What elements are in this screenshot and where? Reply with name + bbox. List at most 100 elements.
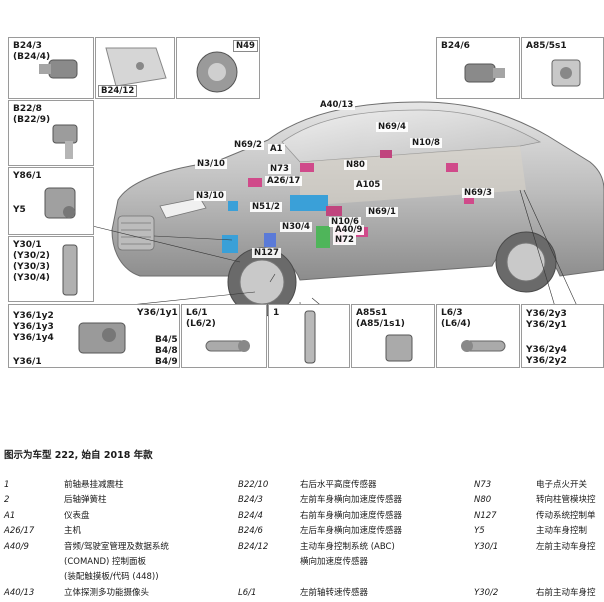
legend-desc: 主动车身控制	[536, 526, 588, 537]
callout-n80: N80	[344, 160, 367, 170]
panel-label: Y36/2y3	[526, 309, 567, 319]
panel-label: Y36/2y1	[526, 320, 567, 330]
callout-n51-2: N51/2	[250, 202, 282, 212]
callout-n73: N73	[268, 164, 291, 174]
panel-y36-1: Y36/1y2 Y36/1y3 Y36/1y4 Y36/1 Y36/1y1 B4…	[8, 304, 180, 368]
panel-label: B4/5	[155, 335, 178, 345]
legend-desc: 后轴弹簧柱	[64, 495, 107, 506]
panel-label: B24/6	[441, 41, 470, 51]
legend-desc: 左后车身横向加速度传感器	[300, 526, 403, 537]
callout-n69-3: N69/3	[462, 188, 494, 198]
sensor-illustration	[39, 59, 78, 79]
legend-row: A40/9 音频/驾驶室管理及数据系统 (COMAND) 控制面板 (装配触摸板…	[4, 540, 604, 586]
legend-code: Y30/2	[474, 587, 499, 598]
panel-label: Y36/1	[13, 357, 42, 367]
panel-y30: Y30/1 (Y30/2) (Y30/3) (Y30/4)	[8, 236, 94, 302]
panel-n49: N49	[176, 37, 260, 99]
legend-code: Y30/1	[474, 541, 499, 552]
legend-code: 1	[4, 480, 10, 490]
panel-label: Y36/1y1	[137, 308, 178, 318]
callout-n3-10-lower: N3/10	[194, 191, 226, 201]
legend-desc: 前轴悬挂减震柱	[64, 480, 124, 490]
valve-block-illustration	[78, 322, 126, 354]
panel-tag: N49	[233, 40, 258, 52]
legend-code: B22/10	[238, 480, 269, 490]
switch-illustration	[385, 334, 413, 362]
panel-label: Y86/1	[13, 171, 42, 181]
callout-n69-2: N69/2	[232, 140, 264, 150]
legend-desc: 仪表盘	[64, 510, 90, 521]
panel-label: Y36/2y4	[526, 345, 567, 355]
sensor-illustration	[464, 63, 505, 83]
legend-code: 2	[4, 495, 10, 506]
callout-n72: N72	[333, 235, 356, 245]
callout-a1: A1	[268, 144, 285, 154]
level-sensor-illustration	[52, 124, 78, 159]
panel-label: A85s1 (A85/1s1)	[356, 308, 405, 329]
panel-label: 1	[273, 308, 280, 318]
strut-illustration	[304, 310, 316, 364]
legend-desc: 右前主动车身控	[536, 587, 596, 598]
legend-code: L6/1	[238, 587, 257, 598]
panel-label: B4/9	[155, 357, 178, 367]
legend-row: 1 前轴悬挂减震柱 B22/10 右后水平高度传感器 N73 电子点火开关	[4, 478, 604, 493]
panel-label: Y36/1y2	[13, 311, 54, 321]
legend-code: A1	[4, 510, 16, 521]
panel-y86-1: Y86/1 Y5	[8, 167, 94, 235]
legend-desc: 电子点火开关	[536, 480, 588, 490]
panel-label: Y36/1y4	[13, 333, 54, 343]
callout-n69-1: N69/1	[366, 207, 398, 217]
callout-n30-4: N30/4	[280, 222, 312, 232]
panel-label: L6/3 (L6/4)	[441, 308, 471, 329]
legend-row: A26/17 主机 B24/6 左后车身横向加速度传感器 Y5 主动车身控制	[4, 524, 604, 539]
legend-code: B24/6	[238, 526, 263, 537]
panel-a85s1: A85s1 (A85/1s1)	[351, 304, 435, 368]
legend-desc: 主机	[64, 526, 82, 537]
legend-desc: 右后水平高度传感器	[300, 480, 377, 490]
legend-row: 2 后轴弹簧柱 B24/3 左前车身横向加速度传感器 N80 转向柱管模块控	[4, 493, 604, 508]
legend-desc: 立体探测多功能摄像头	[64, 587, 150, 598]
legend-desc: 主动车身控制系统 (ABC) 横向加速度传感器	[300, 541, 395, 567]
panel-b24-6: B24/6	[436, 37, 520, 99]
bracket-illustration	[105, 47, 167, 87]
legend-code: A40/13	[4, 587, 35, 598]
panel-label: Y36/2y2	[526, 356, 567, 366]
valve-illustration	[44, 187, 76, 219]
legend-code: B24/12	[238, 541, 269, 552]
legend-code: B24/3	[238, 495, 263, 506]
damper-valve-illustration	[62, 244, 78, 296]
panel-a85-5s1: A85/5s1	[521, 37, 604, 99]
legend-desc: 传动系统控制单	[536, 510, 596, 521]
legend-desc: 左前轴转速传感器	[300, 587, 369, 598]
component-location-diagram: B24/3 (B24/4) B24/12 N49 B24/6 A85/5s1	[0, 30, 604, 370]
panel-l6-3: L6/3 (L6/4)	[436, 304, 520, 368]
legend-code: N80	[474, 495, 492, 506]
callout-n69-4: N69/4	[376, 122, 408, 132]
panel-strut-1: 1	[268, 304, 350, 368]
panel-label: B24/3 (B24/4)	[13, 41, 51, 62]
panel-label: B22/8 (B22/9)	[13, 104, 51, 125]
figure-caption: 图示为车型 222, 始自 2018 年款	[4, 450, 153, 461]
panel-label: A85/5s1	[526, 41, 567, 51]
legend-code: N73	[474, 480, 492, 490]
callout-a40-13: A40/13	[318, 100, 356, 110]
callout-n10-6: N10/6	[329, 217, 361, 227]
callout-n10-8: N10/8	[410, 138, 442, 148]
legend-code: Y5	[474, 526, 485, 537]
legend-code: B24/4	[238, 510, 263, 521]
callout-a40-9: A40/9	[333, 225, 365, 235]
panel-b24-12: B24/12	[95, 37, 175, 99]
speed-sensor-illustration	[461, 340, 506, 352]
panel-l6-1: L6/1 (L6/2)	[181, 304, 267, 368]
panel-label: L6/1 (L6/2)	[186, 308, 216, 329]
panel-label-secondary: Y5	[13, 205, 26, 215]
panel-label: B4/8	[155, 346, 178, 356]
panel-y36-2: Y36/2y3 Y36/2y1 Y36/2y4 Y36/2y2	[521, 304, 604, 368]
legend-desc: 音频/驾驶室管理及数据系统 (COMAND) 控制面板 (装配触摸板/代码 (4…	[64, 541, 169, 583]
switch-illustration	[551, 59, 581, 87]
legend-code: A40/9	[4, 541, 29, 552]
panel-label: Y30/1 (Y30/2) (Y30/3) (Y30/4)	[13, 240, 50, 283]
legend-row: A40/13 立体探测多功能摄像头 L6/1 左前轴转速传感器 Y30/2 右前…	[4, 586, 604, 601]
legend-desc: 左前主动车身控	[536, 541, 596, 552]
legend-desc: 左前车身横向加速度传感器	[300, 495, 403, 506]
